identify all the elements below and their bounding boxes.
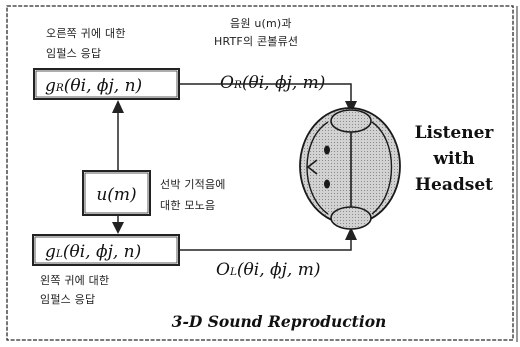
listener-label-line3: Headset	[415, 175, 493, 195]
source-label-line1: 선박 기적음에	[160, 178, 226, 191]
left-ear-cup	[330, 206, 372, 230]
g-right-box	[33, 68, 180, 100]
convolution-label-line2: HRTF의 콘볼류션	[214, 35, 298, 48]
down-arrow-head-icon	[112, 222, 124, 234]
source-label: 선박 기적음에 대한 모노음	[160, 178, 226, 212]
left-eye	[324, 179, 330, 189]
right-response-label-line1: 오른쪽 귀에 대한	[46, 27, 126, 40]
nose	[306, 159, 318, 175]
left-response-label-line1: 왼쪽 귀에 대한	[40, 273, 109, 287]
left-response-label-line2: 임펄스 응답	[40, 293, 95, 306]
outer-frame	[6, 5, 514, 341]
left-signal-path	[179, 237, 352, 251]
convolution-label: 음원 u(m)과 HRTF의 콘볼류션	[214, 17, 298, 48]
right-ear-cup	[330, 109, 372, 133]
left-arrow-head-icon	[345, 227, 357, 240]
g-left-box	[32, 234, 180, 266]
source-label-line2: 대한 모노음	[160, 199, 215, 212]
source-box-inner	[84, 172, 149, 214]
source-box	[82, 170, 151, 216]
g-left-formula: gL(θi, ϕj, n)	[45, 242, 141, 262]
g-left-box-inner	[34, 236, 178, 264]
g-right-box-inner	[35, 70, 178, 98]
o-left-formula: OL(θi, ϕj, m)	[216, 260, 320, 280]
left-response-label: 왼쪽 귀에 대한 임펄스 응답	[40, 273, 109, 306]
listener-head-with-headset-icon	[299, 107, 401, 230]
convolution-label-line1: 음원 u(m)과	[230, 17, 292, 30]
g-right-formula: gR(θi, ϕj, n)	[45, 76, 142, 96]
listener-label: Listener with Headset	[415, 123, 495, 195]
right-response-label: 오른쪽 귀에 대한 임펄스 응답	[46, 27, 126, 60]
face-contour	[306, 121, 329, 215]
right-response-label-line2: 임펄스 응답	[46, 47, 101, 60]
listener-label-line2: with	[432, 149, 474, 169]
listener-label-line1: Listener	[415, 123, 495, 143]
diagram-caption: 3-D Sound Reproduction	[172, 312, 387, 331]
o-right-formula: OR(θi, ϕj, m)	[220, 73, 325, 93]
source-formula: u(m)	[96, 185, 136, 205]
right-signal-path	[179, 83, 352, 104]
right-eye	[324, 145, 330, 155]
up-arrow-head-icon	[112, 100, 124, 113]
headband-contour	[371, 121, 393, 215]
